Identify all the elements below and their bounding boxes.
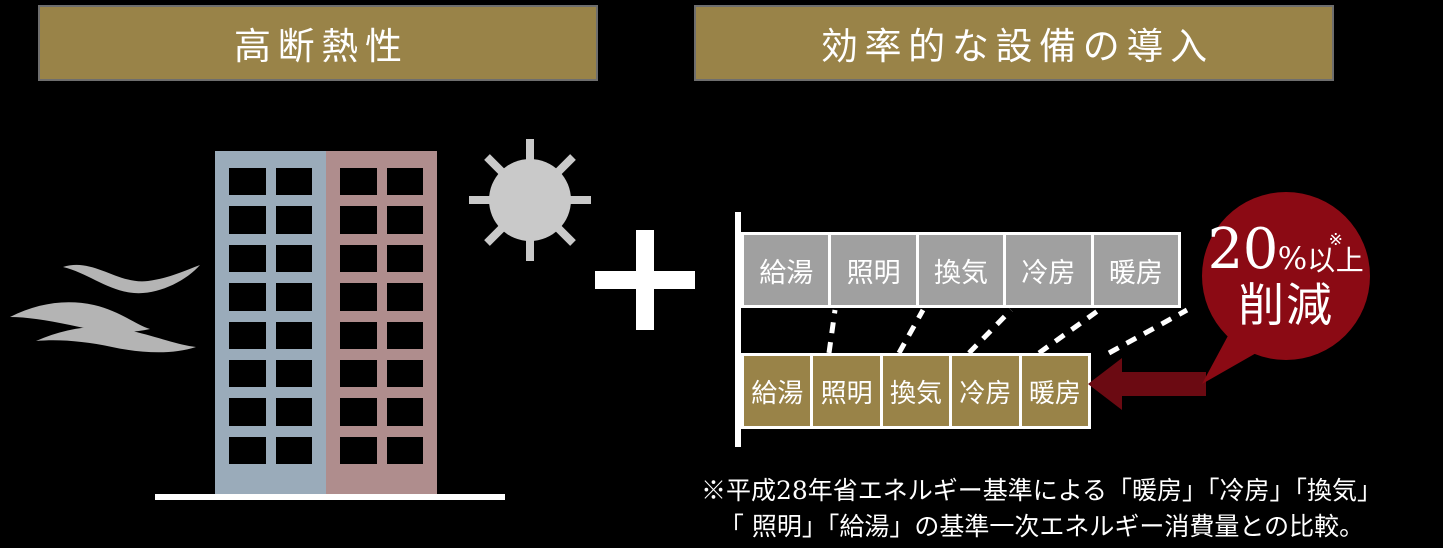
badge-suffix: 以上 — [1307, 244, 1365, 277]
building-window — [340, 244, 377, 273]
building-window — [229, 168, 266, 196]
building-window — [275, 168, 312, 196]
bar-segment-kanki: 換気 — [918, 235, 1007, 305]
footnote-line-2: 「 照明」「給湯」の基準一次エネルギー消費量との比較。 — [718, 511, 1365, 541]
building-right-half — [326, 151, 437, 494]
building-window — [386, 168, 423, 196]
building-window — [229, 244, 266, 273]
bar-standard-consumption: 給湯 照明 換気 冷房 暖房 — [741, 232, 1181, 308]
building-window — [340, 398, 377, 426]
building-window — [275, 321, 312, 349]
bar-segment-kyuto: 給湯 — [744, 235, 832, 305]
chart-y-axis — [735, 212, 741, 447]
building-window — [275, 244, 312, 273]
bar-reduced-consumption: 給湯 照明 換気 冷房 暖房 — [741, 353, 1091, 429]
bar-segment-reibo: 冷房 — [1006, 235, 1094, 305]
energy-consumption-chart: 給湯 照明 換気 冷房 暖房 給湯 照明 換気 冷房 暖房 — [735, 212, 1205, 447]
building-window — [386, 321, 423, 349]
building-window — [386, 283, 423, 311]
badge-reduction-label: 削減 — [1238, 278, 1334, 332]
building-window — [229, 283, 266, 311]
reduction-badge: 20 % ※ 以上 削減 — [1186, 192, 1416, 384]
plus-vertical-bar — [636, 230, 654, 330]
footnote-line-1: ※平成28年省エネルギー基準による「暖房」「冷房」「換気」 — [700, 476, 1383, 505]
plus-icon — [595, 230, 695, 330]
building-window — [275, 283, 312, 311]
building-window — [229, 321, 266, 349]
banner-equipment-label: 効率的な設備の導入 — [820, 25, 1214, 68]
apartment-building-illustration — [215, 151, 437, 494]
banner-insulation-label: 高断熱性 — [234, 25, 409, 68]
bar-segment-danbo: 暖房 — [1093, 235, 1179, 305]
building-window — [340, 436, 377, 464]
footnote: ※平成28年省エネルギー基準による「暖房」「冷房」「換気」 「 照明」「給湯」の… — [640, 473, 1443, 544]
badge-suffix-group: ※ 以上 — [1307, 232, 1364, 278]
building-window — [275, 436, 312, 464]
building-window — [386, 206, 423, 234]
bar-segment-reibo: 冷房 — [952, 356, 1022, 426]
banner-efficient-equipment: 効率的な設備の導入 — [694, 5, 1334, 81]
bar-segment-shomei: 照明 — [831, 235, 919, 305]
building-left-half — [215, 151, 326, 494]
badge-bubble-shape — [1202, 192, 1370, 384]
bar-segment-shomei: 照明 — [813, 356, 883, 426]
building-window — [229, 398, 266, 426]
asterisk-icon: ※ — [1328, 230, 1343, 250]
bar-segment-kyuto: 給湯 — [744, 356, 814, 426]
building-window — [386, 244, 423, 273]
building-window — [229, 359, 266, 388]
building-window — [229, 436, 266, 464]
wind-lines-icon — [8, 255, 213, 365]
building-window — [275, 206, 312, 234]
building-window — [275, 359, 312, 388]
ground-line — [155, 494, 505, 500]
building-window — [275, 398, 312, 426]
building-window — [386, 359, 423, 388]
building-window — [229, 206, 266, 234]
building-window — [340, 321, 377, 349]
building-window — [340, 359, 377, 388]
badge-text-block: 20 % ※ 以上 削減 — [1186, 192, 1386, 358]
banner-high-insulation: 高断熱性 — [38, 5, 598, 81]
reduction-arrow-icon — [1088, 358, 1206, 410]
building-window — [340, 283, 377, 311]
badge-number: 20 — [1207, 217, 1279, 282]
badge-headline: 20 % ※ 以上 — [1208, 222, 1365, 278]
sun-icon — [455, 125, 605, 275]
building-window — [386, 436, 423, 464]
bar-segment-kanki: 換気 — [882, 356, 953, 426]
building-window — [386, 398, 423, 426]
building-window — [340, 168, 377, 196]
badge-percent-sign: % — [1277, 241, 1308, 277]
building-window — [340, 206, 377, 234]
bar-segment-danbo: 暖房 — [1021, 356, 1089, 426]
